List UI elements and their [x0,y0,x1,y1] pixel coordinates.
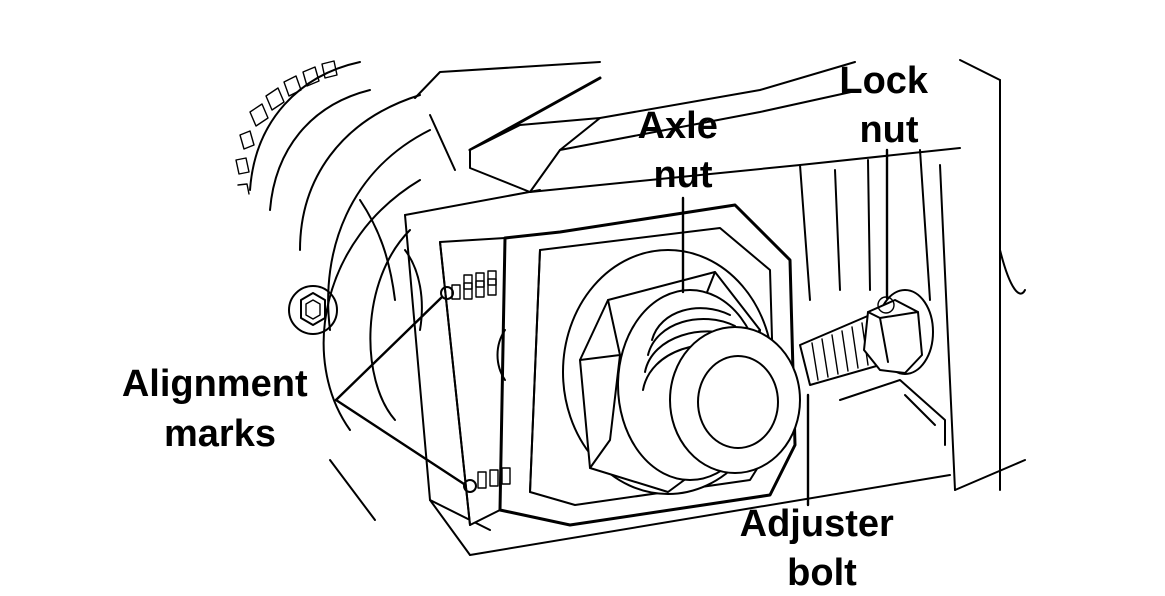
label-axle-nut-line2: nut [653,154,712,196]
label-lock-nut: Lock nut [839,60,938,151]
label-axle-nut-line1: Axle [638,105,718,147]
label-alignment-marks: Alignment marks [122,363,318,455]
label-adjuster-bolt-line2: bolt [787,552,857,594]
label-lock-nut-line2: nut [859,109,918,151]
label-axle-nut: Axle nut [638,105,729,196]
leader-alignment-lower [334,398,466,486]
label-alignment-marks-line2: marks [164,413,276,455]
label-adjuster-bolt-line1: Adjuster [740,503,894,545]
alignment-mark-slots-upper [451,270,497,300]
hex-socket-bolt [288,285,338,335]
sprocket-teeth [235,60,338,195]
sprocket-outline [235,60,431,521]
alignment-mark-lower [463,479,477,493]
lock-nut [863,289,934,375]
label-alignment-marks-line1: Alignment [122,363,308,405]
label-adjuster-bolt: Adjuster bolt [740,503,905,594]
alignment-mark-upper [440,286,454,300]
label-lock-nut-line1: Lock [839,60,929,102]
swingarm [404,59,1026,556]
axle-end [642,307,801,474]
leader-alignment-upper [334,295,444,402]
